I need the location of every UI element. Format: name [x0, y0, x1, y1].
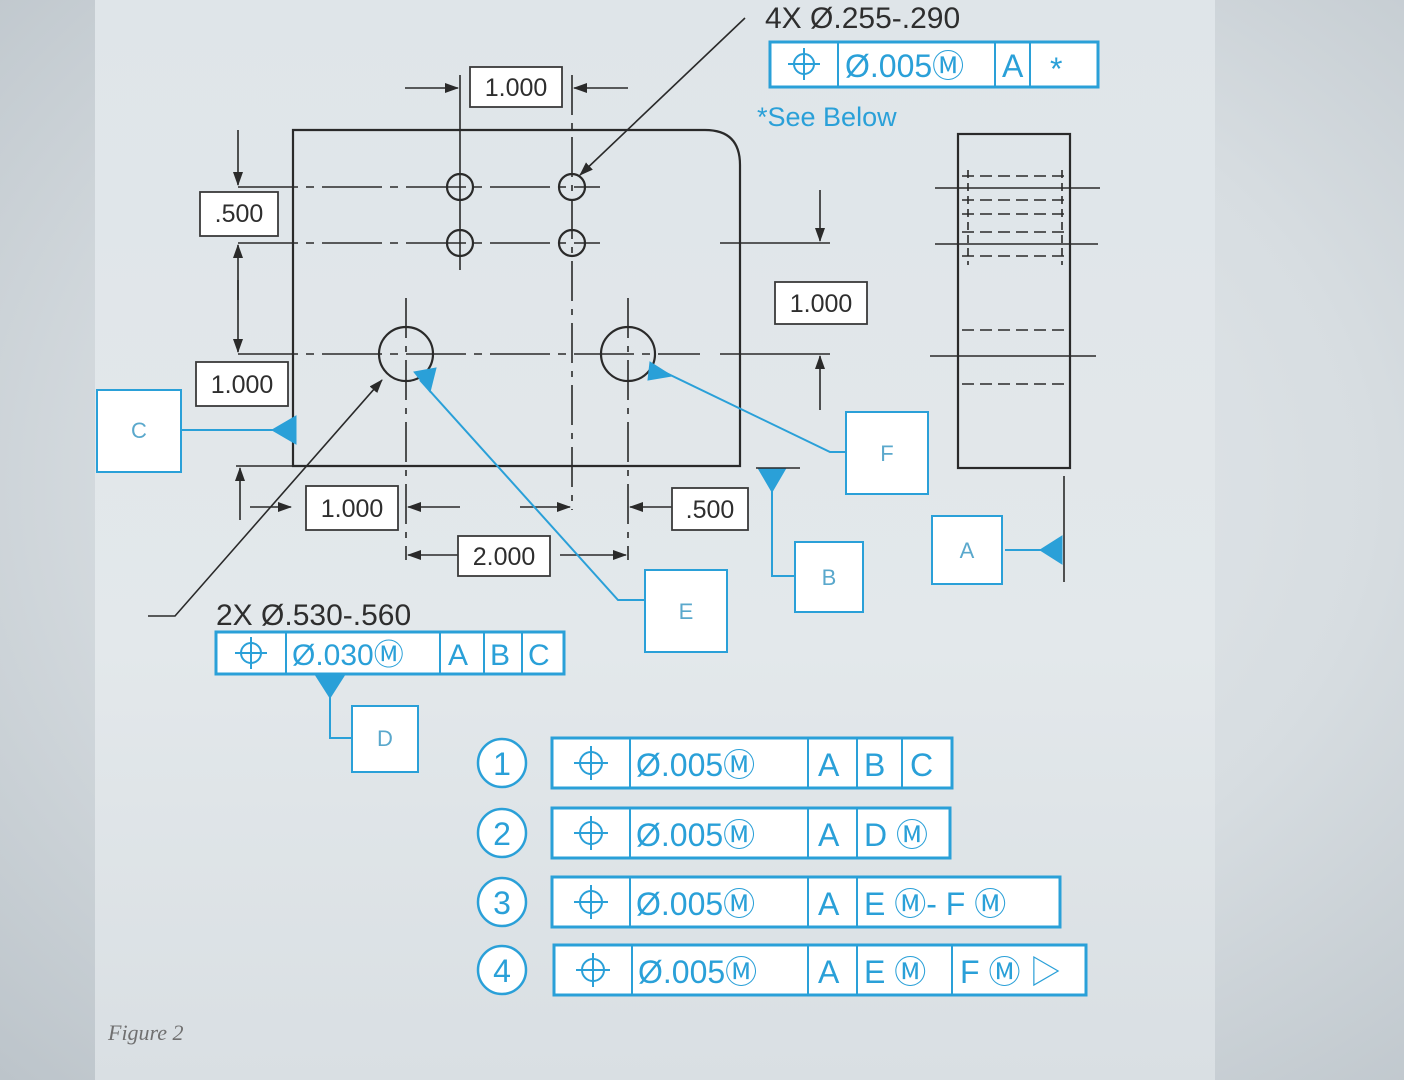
svg-text:2: 2 [493, 816, 511, 852]
svg-text:Ø.005Ⓜ: Ø.005Ⓜ [845, 48, 964, 84]
dim-left-lower: 1.000 [195, 361, 289, 407]
svg-text:Ø.005Ⓜ: Ø.005Ⓜ [636, 747, 755, 783]
datum-box-e: E [644, 569, 728, 653]
svg-text:F Ⓜ ▷: F Ⓜ ▷ [960, 954, 1061, 990]
datum-leaders [180, 369, 1046, 739]
svg-text:A: A [1002, 48, 1024, 84]
option-2[interactable]: 2 Ø.005Ⓜ A D Ⓜ [476, 806, 952, 860]
svg-text:*: * [1050, 51, 1062, 87]
svg-text:C: C [910, 747, 933, 783]
svg-text:4: 4 [493, 953, 511, 989]
option-1[interactable]: 1 Ø.005Ⓜ A B C [476, 736, 954, 790]
fcf-large-holes: Ø.030Ⓜ A B C [214, 630, 566, 676]
dim-top-spacing: 1.000 [469, 66, 563, 108]
svg-text:E Ⓜ- F Ⓜ: E Ⓜ- F Ⓜ [864, 886, 1006, 922]
position-icon [574, 885, 608, 919]
svg-text:A: A [818, 817, 840, 853]
callout-small-holes: 4X Ø.255-.290 [765, 2, 960, 35]
dimension-lines [148, 17, 830, 617]
svg-text:A: A [448, 639, 468, 672]
svg-text:C: C [528, 639, 550, 672]
dim-bottom-middle: 2.000 [457, 535, 551, 577]
svg-text:Ø.030Ⓜ: Ø.030Ⓜ [292, 639, 404, 672]
datum-box-c: C [96, 389, 182, 473]
large-hole-centerlines [238, 298, 700, 560]
position-icon [574, 816, 608, 850]
dim-bottom-left: 1.000 [305, 485, 399, 531]
svg-text:A: A [960, 538, 975, 563]
svg-text:E Ⓜ: E Ⓜ [864, 954, 926, 990]
svg-text:A: A [818, 747, 840, 783]
datum-box-a: A [931, 515, 1003, 585]
svg-text:A: A [818, 954, 840, 990]
dim-bottom-right: .500 [671, 487, 749, 531]
svg-text:1.000: 1.000 [485, 74, 548, 102]
svg-text:Ø.005Ⓜ: Ø.005Ⓜ [638, 954, 757, 990]
figure-caption: Figure 2 [108, 1020, 184, 1045]
note-see-below: *See Below [757, 102, 897, 132]
part-outline [291, 128, 742, 468]
datum-box-d: D [351, 705, 419, 773]
svg-text:B: B [822, 565, 837, 590]
position-icon [788, 48, 820, 80]
svg-text:1.000: 1.000 [211, 371, 274, 399]
side-view [930, 132, 1100, 470]
svg-text:E: E [679, 599, 694, 624]
datum-box-b: B [794, 541, 864, 613]
option-3[interactable]: 3 Ø.005Ⓜ A E Ⓜ- F Ⓜ [476, 875, 1062, 929]
small-hole-centerlines [238, 75, 600, 510]
position-icon [235, 637, 267, 669]
fcf-small-holes: Ø.005Ⓜ A * [768, 40, 1100, 89]
dim-right-height: 1.000 [774, 281, 868, 325]
svg-text:1.000: 1.000 [321, 495, 384, 523]
svg-text:D Ⓜ: D Ⓜ [864, 817, 928, 853]
svg-text:Ø.005Ⓜ: Ø.005Ⓜ [636, 817, 755, 853]
small-holes [445, 172, 587, 258]
svg-text:.500: .500 [686, 496, 735, 524]
svg-text:D: D [377, 726, 393, 751]
svg-text:B: B [864, 747, 885, 783]
callout-large-holes: 2X Ø.530-.560 [216, 599, 411, 632]
dim-left-upper: .500 [199, 191, 279, 237]
svg-text:1: 1 [493, 746, 511, 782]
svg-text:C: C [131, 418, 147, 443]
svg-text:3: 3 [493, 885, 511, 921]
large-holes [377, 325, 657, 383]
datum-box-f: F [845, 411, 929, 495]
position-icon [576, 953, 610, 987]
datum-triangles [271, 361, 1063, 699]
svg-text:Ø.005Ⓜ: Ø.005Ⓜ [636, 886, 755, 922]
svg-text:A: A [818, 886, 840, 922]
position-icon [574, 746, 608, 780]
svg-text:.500: .500 [215, 200, 264, 228]
svg-text:1.000: 1.000 [790, 290, 853, 318]
svg-text:2.000: 2.000 [473, 543, 536, 571]
svg-text:F: F [880, 441, 893, 466]
option-4[interactable]: 4 Ø.005Ⓜ A E Ⓜ F Ⓜ ▷ [476, 943, 1088, 997]
svg-text:B: B [490, 639, 510, 672]
